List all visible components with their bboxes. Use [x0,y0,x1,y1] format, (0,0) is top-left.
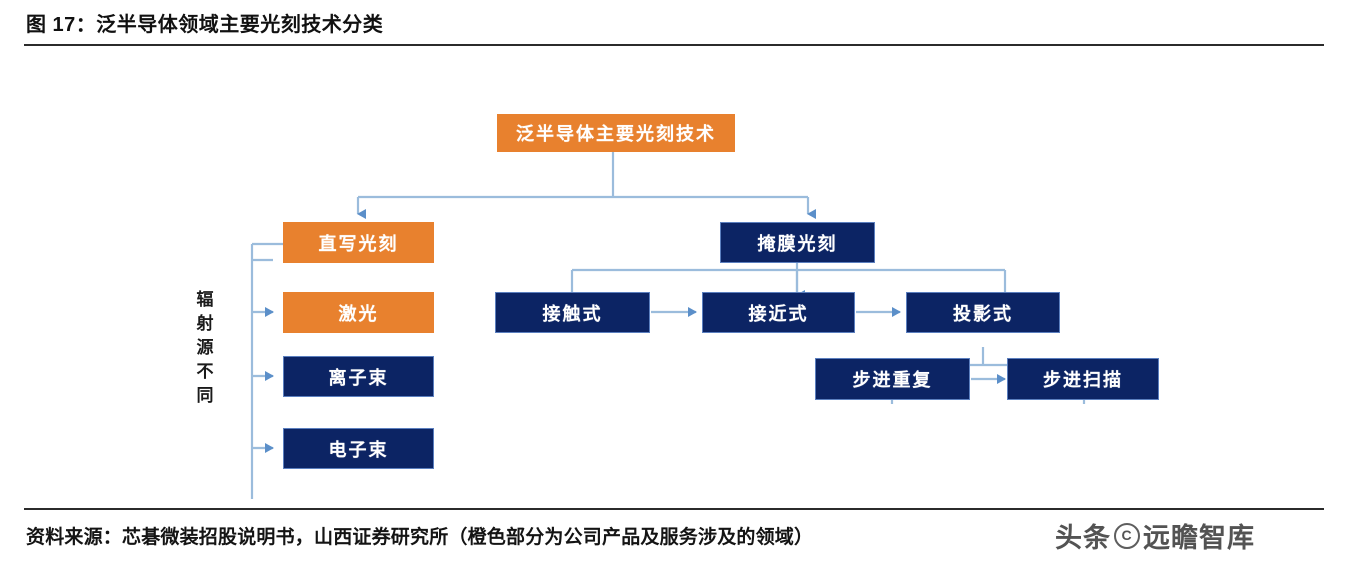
page-title: 图 17：泛半导体领域主要光刻技术分类 [26,14,384,36]
axis-label-char-4: 同 [196,386,214,405]
source-note: 资料来源：芯碁微装招股说明书，山西证券研究所（橙色部分为公司产品及服务涉及的领域… [26,527,814,548]
node-laser-label: 激光 [338,303,379,324]
node-direct-write-litho-label: 直写光刻 [318,233,399,254]
node-projection-type[interactable]: 投影式 [906,292,1060,333]
axis-label-radiation-source: 辐 射 源 不 同 [192,288,218,408]
node-proximity-type-label: 接近式 [748,303,809,324]
node-root-label: 泛半导体主要光刻技术 [516,124,716,144]
flowchart-diagram: 泛半导体主要光刻技术 辐 射 源 不 同 直写光刻 激光 离子束 电子束 掩膜光… [0,52,1346,504]
node-contact-type-label: 接触式 [542,303,603,324]
watermark-prefix: 头条 [1055,523,1111,553]
axis-label-char-1: 射 [196,314,214,333]
node-electron-beam[interactable]: 电子束 [283,428,434,469]
node-projection-type-label: 投影式 [953,303,1013,324]
node-step-and-scan[interactable]: 步进扫描 [1007,358,1159,400]
node-step-and-repeat[interactable]: 步进重复 [815,358,970,400]
node-ion-beam-label: 离子束 [328,367,389,388]
node-step-and-repeat-label: 步进重复 [852,370,933,390]
watermark-suffix: 远瞻智库 [1143,523,1255,553]
node-laser[interactable]: 激光 [283,292,434,333]
footer-divider [24,508,1324,510]
node-step-and-scan-label: 步进扫描 [1043,370,1123,390]
title-divider [24,44,1324,46]
node-electron-beam-label: 电子束 [328,439,389,460]
node-proximity-type[interactable]: 接近式 [702,292,855,333]
node-contact-type[interactable]: 接触式 [495,292,650,333]
copyright-icon: C [1114,522,1140,549]
node-mask-litho-label: 掩膜光刻 [757,233,838,254]
watermark: 头条 C 远瞻智库 [1055,516,1255,555]
node-ion-beam[interactable]: 离子束 [283,356,434,397]
axis-label-char-3: 不 [196,362,214,381]
axis-label-char-2: 源 [196,338,214,357]
axis-label-char-0: 辐 [196,290,214,309]
node-mask-litho[interactable]: 掩膜光刻 [720,222,875,263]
node-root[interactable]: 泛半导体主要光刻技术 [497,114,735,152]
node-direct-write-litho[interactable]: 直写光刻 [283,222,434,263]
